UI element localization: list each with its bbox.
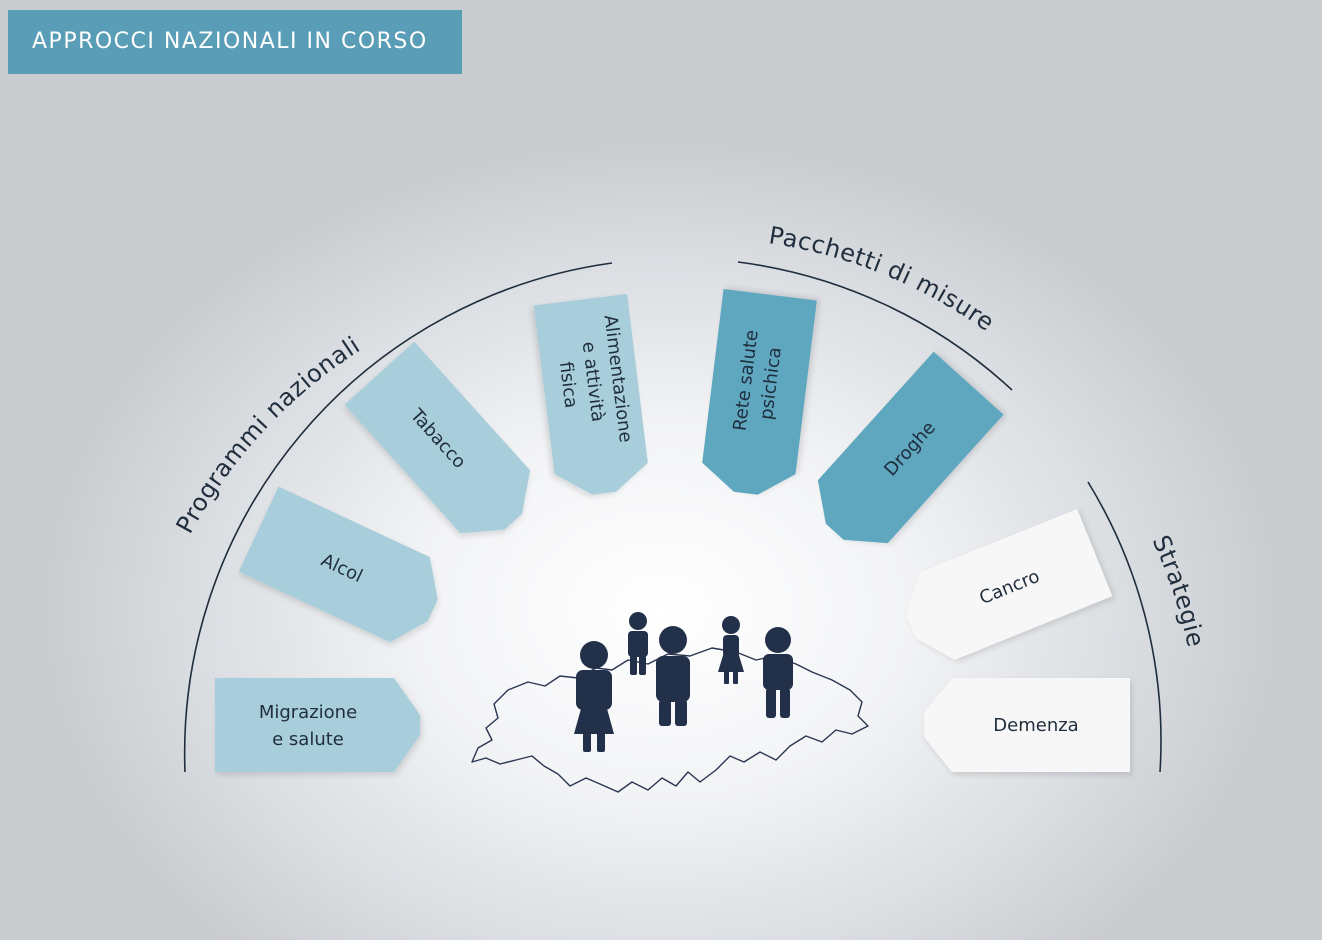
box-tabacco: Tabacco [344,341,531,534]
box-cancro: Cancro [906,508,1113,660]
box-droghe: Droghe [817,351,1004,544]
box-alcol-shape [238,486,438,643]
box-rete: Rete salute psichica [702,289,817,495]
label-strategie: Strategie [1147,531,1210,650]
title-banner: APPROCCI NAZIONALI IN CORSO [8,10,462,74]
arc-pacchetti [737,261,1013,391]
arc-strategie [1087,481,1162,773]
box-migrazione: Migrazione e salute [215,678,420,772]
box-migrazione-line1: Migrazione [259,702,357,723]
box-droghe-shape [817,351,1004,544]
box-demenza-shape [924,678,1130,772]
box-rete-shape [702,289,817,495]
label-strategie-text: Strategie [1147,531,1210,650]
box-alimentazione-shape [533,293,648,495]
box-alcol: Alcol [238,486,438,643]
box-tabacco-shape [344,341,531,534]
box-demenza: Demenza [924,678,1130,772]
switzerland-map-icon [471,647,869,793]
box-demenza-label: Demenza [993,715,1078,736]
people-icon [574,612,793,752]
box-cancro-shape [906,508,1113,660]
box-migrazione-shape [215,678,420,772]
box-alimentazione: Alimentazione e attività fisica [533,293,648,495]
label-programmi: Programmi nazionali [171,331,365,538]
label-programmi-text: Programmi nazionali [171,331,365,538]
box-migrazione-line2: e salute [272,729,344,750]
arc-programmi [183,262,613,773]
